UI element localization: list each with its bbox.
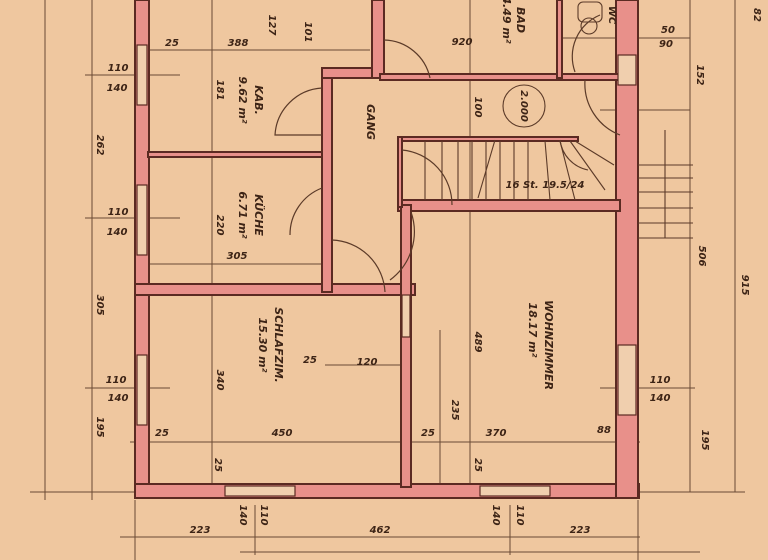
level-marker-text: 2.000 — [518, 90, 529, 122]
dim-label: 127 — [266, 15, 277, 36]
dim-label: 195 — [699, 430, 710, 451]
dim-label: 915 — [739, 275, 750, 296]
dim-label: 140 — [107, 227, 128, 238]
dim-label: 235 — [449, 400, 460, 421]
dim-label: 152 — [694, 65, 705, 86]
dim-label: 25 — [303, 355, 317, 366]
dim-label: 340 — [214, 370, 225, 391]
room-bad-area: 4.49 m² — [500, 0, 513, 44]
dim-label: 100 — [472, 97, 483, 118]
dim-label: 140 — [237, 505, 248, 526]
room-wc-name: WC — [606, 6, 617, 25]
dim-label: 223 — [190, 525, 211, 536]
dim-label: 370 — [486, 428, 507, 439]
room-schlafzimmer-name: SCHLAFZIM. — [272, 307, 285, 382]
dim-label: 388 — [228, 38, 249, 49]
dim-label: 25 — [165, 38, 179, 49]
dim-label: 195 — [94, 417, 105, 438]
dim-label: 462 — [369, 525, 391, 536]
dim-label: 90 — [659, 39, 673, 50]
outside-steps — [638, 130, 693, 239]
dim-label: 25 — [421, 428, 435, 439]
dim-label: 506 — [696, 246, 707, 267]
dim-label: 25 — [472, 458, 483, 472]
level-marker: 2.000 — [502, 84, 546, 128]
dimension-lines — [30, 0, 745, 560]
dim-label: 101 — [302, 22, 313, 43]
dim-label: 25 — [212, 458, 223, 472]
room-kab-name: KAB. — [252, 85, 265, 115]
windows — [136, 44, 637, 497]
dim-label: 120 — [357, 357, 378, 368]
room-kueche-name: KÜCHE — [252, 194, 266, 236]
room-kueche-area: 6.71 m² — [236, 191, 249, 238]
dim-label: 140 — [107, 83, 128, 94]
room-wohnzimmer-area: 18.17 m² — [526, 303, 539, 358]
dim-label: 140 — [108, 393, 129, 404]
dim-label: 220 — [214, 215, 225, 236]
room-schlafzimmer-area: 15.30 m² — [256, 318, 269, 373]
dim-label: 223 — [570, 525, 591, 536]
dim-label: 140 — [650, 393, 671, 404]
dim-label: 88 — [597, 425, 611, 436]
dim-label: 110 — [106, 375, 127, 386]
dim-label: 920 — [452, 37, 473, 48]
dim-label: 110 — [108, 207, 129, 218]
dim-label: 110 — [108, 63, 129, 74]
door-swings — [274, 14, 621, 293]
room-kab-area: 9.62 m² — [236, 76, 249, 123]
room-wohnzimmer-name: WOHNZIMMER — [542, 300, 555, 390]
dim-label: 489 — [472, 331, 483, 353]
dim-label: 305 — [227, 251, 248, 262]
stair-label: 16 St. 19.5/24 — [506, 180, 585, 191]
room-bad-name: BAD — [514, 7, 527, 33]
room-gang-name: GANG — [364, 104, 377, 140]
room-labels: KAB. 9.62 m² KÜCHE 6.71 m² GANG BAD 4.49… — [236, 0, 617, 390]
dim-label: 110 — [258, 505, 269, 526]
dim-label: 110 — [514, 505, 525, 526]
dim-label: 450 — [271, 428, 293, 439]
dim-label: 110 — [650, 375, 671, 386]
dim-label: 25 — [155, 428, 169, 439]
dim-label: 82 — [751, 8, 762, 22]
dim-label: 305 — [94, 295, 105, 316]
dim-label: 50 — [661, 25, 675, 36]
toilet-icon — [577, 1, 603, 35]
staircase: 16 St. 19.5/24 — [424, 139, 615, 201]
dimension-labels: 25 388 127 101 110 140 262 181 110 140 2… — [94, 8, 762, 536]
dim-label: 262 — [94, 135, 105, 156]
dim-label: 140 — [490, 505, 501, 526]
dim-label: 181 — [214, 80, 225, 101]
